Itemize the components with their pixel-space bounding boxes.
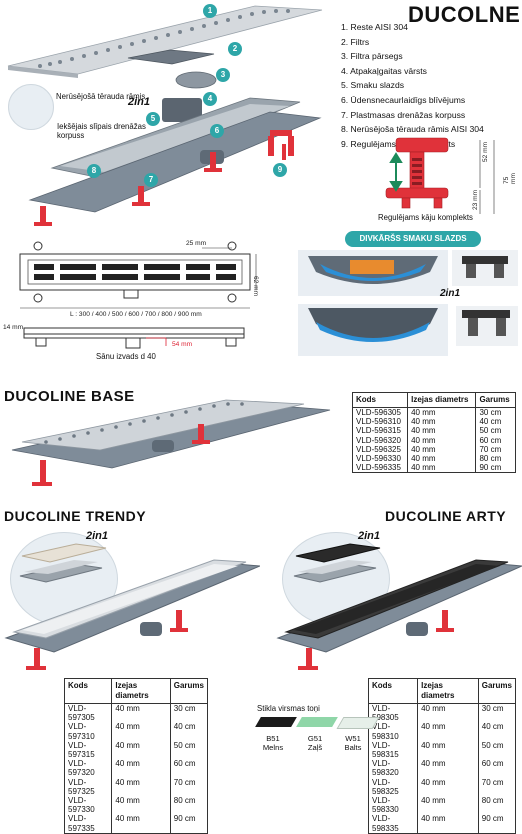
trendy-title: DUCOLINE TRENDY [4,508,147,524]
callout-1: 1 [203,4,217,18]
table-header: Izejas diametrs [407,392,477,408]
legend-item: 7. Plastmasas drenāžas korpuss [341,109,466,120]
arty-two-in-one: 2in1 [358,530,381,542]
legend-item: 4. Atpakaļgaitas vārsts [341,65,427,76]
base-product-image [11,399,331,486]
outlet-label: Sānu izvads d 40 [96,352,156,361]
tone-name: Balts [344,743,362,752]
callout-8: 8 [87,164,101,178]
arty-detail-image [293,543,381,583]
callout-9: 9 [273,163,287,177]
base-title: DUCOLINE BASE [4,388,135,405]
table-header: Garums [169,678,209,704]
legend-item: 6. Ūdensnecaurlaidīgs blīvējums [341,94,466,105]
tone-swatch-white [336,717,380,729]
double-trap-badge: DIVKĀRŠS SMAKU SLAZDS [345,231,481,247]
trap-valve-1 [452,250,518,286]
arty-product-image [276,559,522,670]
trap-cross-section-2 [298,304,448,356]
lengths-label: L : 300 / 400 / 500 / 600 / 700 / 800 / … [70,311,202,318]
dim-23: 23 mm [472,189,479,210]
tones-title: Stikla virsmas toņi [257,704,320,713]
exploded-view-illustration [7,5,323,226]
callout-7: 7 [144,173,158,187]
trendy-two-in-one: 2in1 [86,530,109,542]
trendy-detail-image [19,543,107,583]
tone-swatch-black [255,717,297,727]
tone-code: B51 [266,734,280,743]
dim-52: 52 mm [482,141,489,162]
arty-title: DUCOLINE ARTY [385,508,507,524]
trap-cross-section-1 [298,250,448,296]
table-header: Garums [475,392,516,408]
table-header: Kods [367,678,419,704]
callout-3: 3 [216,68,230,82]
legend-item: 5. Smaku slazds [341,80,405,91]
tone-code: W51 [345,734,361,743]
leg-kit-label: Regulējams kāju komplekts [378,213,473,222]
legend-item: 1. Reste AISI 304 [341,22,408,32]
tone-code: G51 [307,734,323,743]
callout-4: 4 [203,92,217,106]
tech-drawing [19,241,257,349]
dim-75: 75 mm [503,173,517,184]
table-header: Izejas diametrs [417,678,479,704]
frame-label: Nerūsējošā tērauda rāmis [56,92,146,101]
two-in-one-badge-mid: 2in1 [440,288,461,299]
dim-54: 54 mm [172,341,193,348]
tone-swatch-green [296,717,338,727]
legend-item: 3. Filtra pārsegs [341,51,403,62]
dim-62: 62 mm [252,276,259,297]
tone-name: Zaļš [307,743,323,752]
tone-name: Melns [262,743,284,752]
legend-item: 8. Nerūsējoša tērauda rāmis AISI 304 [341,124,484,135]
trap-valve-2 [456,306,518,346]
table-header: Kods [351,392,409,408]
dim-14: 14 mm [3,324,24,331]
callout-6: 6 [210,124,224,138]
legend-item: 2. Filtrs [341,36,370,47]
page-title: DUCOLNE [408,2,521,27]
callout-2: 2 [228,42,242,56]
leg-kit-illustration [385,137,495,214]
body-label: Iekšējais slīpais drenāžas korpuss [57,122,146,140]
frame-detail-circle [8,84,54,130]
trendy-product-image [4,559,260,670]
table-header: Garums [477,678,517,704]
dim-25: 25 mm [186,240,207,247]
two-in-one-badge: 2in1 [128,96,151,108]
grate-image [7,5,323,78]
callout-5: 5 [146,112,160,126]
table-header: Izejas diametrs [111,678,171,704]
table-header: Kods [63,678,113,704]
